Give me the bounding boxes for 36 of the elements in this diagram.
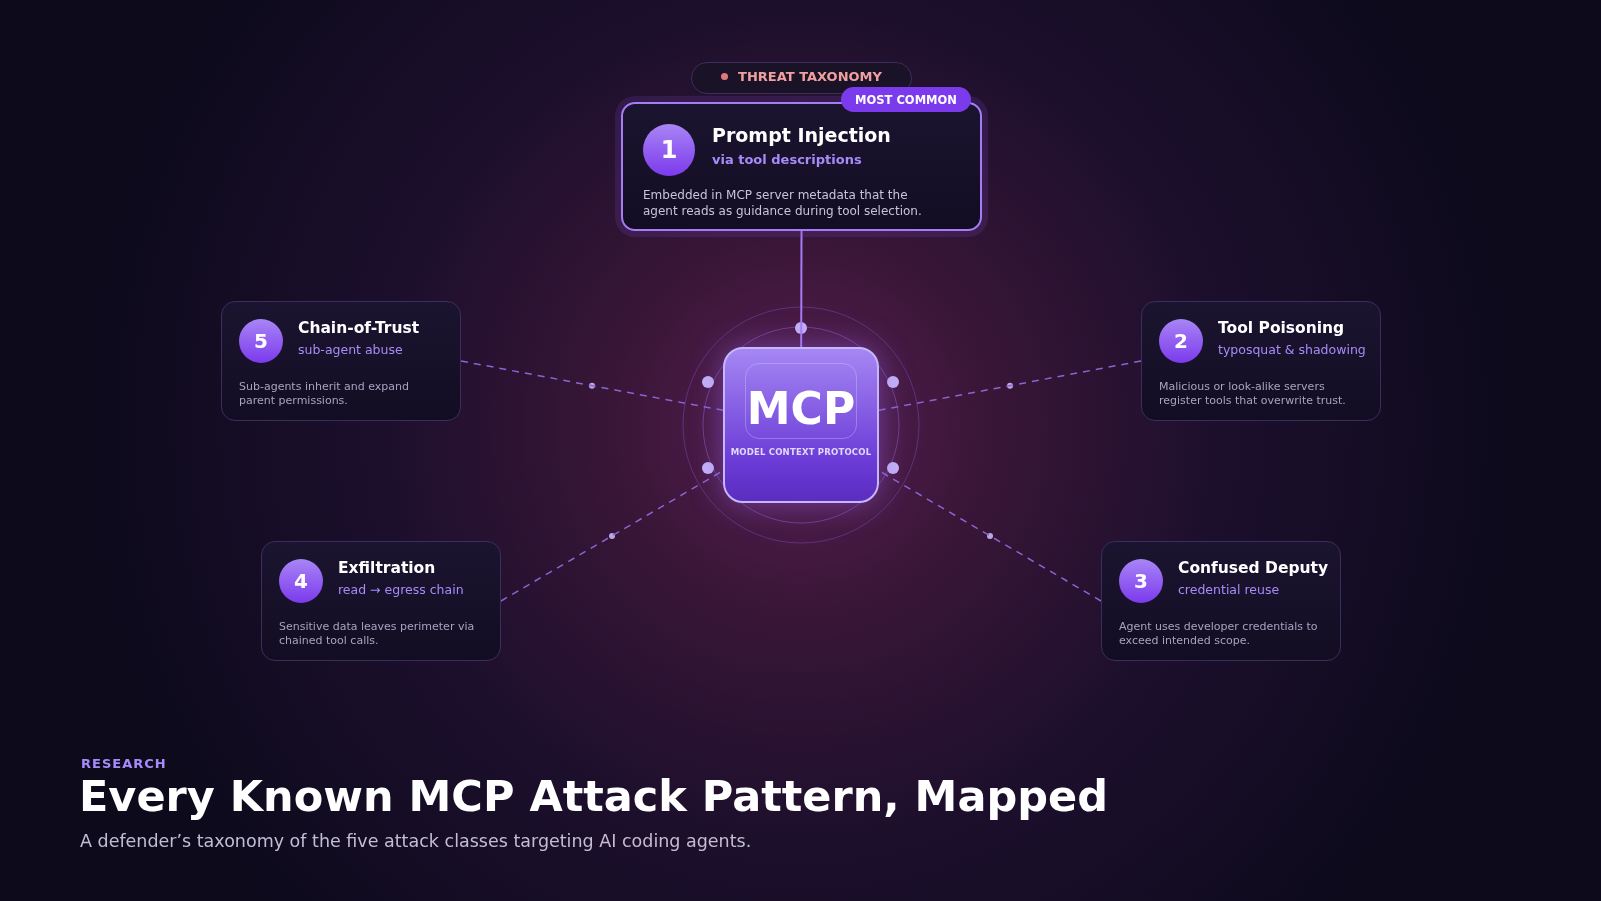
connector-line [460, 360, 724, 412]
card-subtitle: read → egress chain [338, 582, 464, 597]
card-subtitle: via tool descriptions [712, 152, 862, 167]
card-description: Sensitive data leaves perimeter via chained tool calls. [279, 620, 476, 649]
number-badge: 4 [279, 559, 323, 603]
hub-title: MCP [745, 387, 857, 431]
threat-card [621, 102, 982, 231]
threat-card [261, 541, 501, 661]
hub-subtitle: MODEL CONTEXT PROTOCOL [729, 447, 873, 457]
card-title: Exfiltration [338, 559, 436, 577]
number-badge: 3 [1119, 559, 1163, 603]
connector-line [878, 360, 1142, 412]
highlight-badge: MOST COMMON [841, 87, 971, 112]
card-description: Sub-agents inherit and expand parent permissions. [239, 380, 411, 409]
card-title: Prompt Injection [712, 124, 891, 146]
card-title: Confused Deputy [1178, 559, 1329, 577]
section-tag: THREAT TAXONOMY [691, 62, 912, 94]
connector-line [800, 230, 803, 348]
card-subtitle: credential reuse [1178, 582, 1280, 597]
number-badge: 1 [643, 124, 695, 176]
page-title: Every Known MCP Attack Pattern, Mapped [79, 773, 1108, 821]
hub-tile [723, 347, 879, 503]
kicker-text: RESEARCH [81, 756, 167, 771]
card-description: Embedded in MCP server metadata that the agent reads as guidance during tool selection. [643, 188, 923, 220]
page-subtitle: A defender’s taxonomy of the five attack classes targeting AI coding agents. [80, 831, 752, 851]
card-title: Tool Poisoning [1218, 319, 1345, 337]
card-description: Agent uses developer credentials to exceed intended scope. [1119, 620, 1319, 649]
threat-card [221, 301, 461, 421]
card-subtitle: sub-agent abuse [298, 342, 403, 357]
card-title: Chain-of-Trust [298, 319, 420, 337]
number-badge: 2 [1159, 319, 1203, 363]
threat-card [1101, 541, 1341, 661]
card-description: Malicious or look-alike servers register tools that overwrite trust. [1159, 380, 1347, 409]
card-subtitle: typosquat & shadowing [1218, 342, 1366, 357]
number-badge: 5 [239, 319, 283, 363]
threat-card [1141, 301, 1381, 421]
